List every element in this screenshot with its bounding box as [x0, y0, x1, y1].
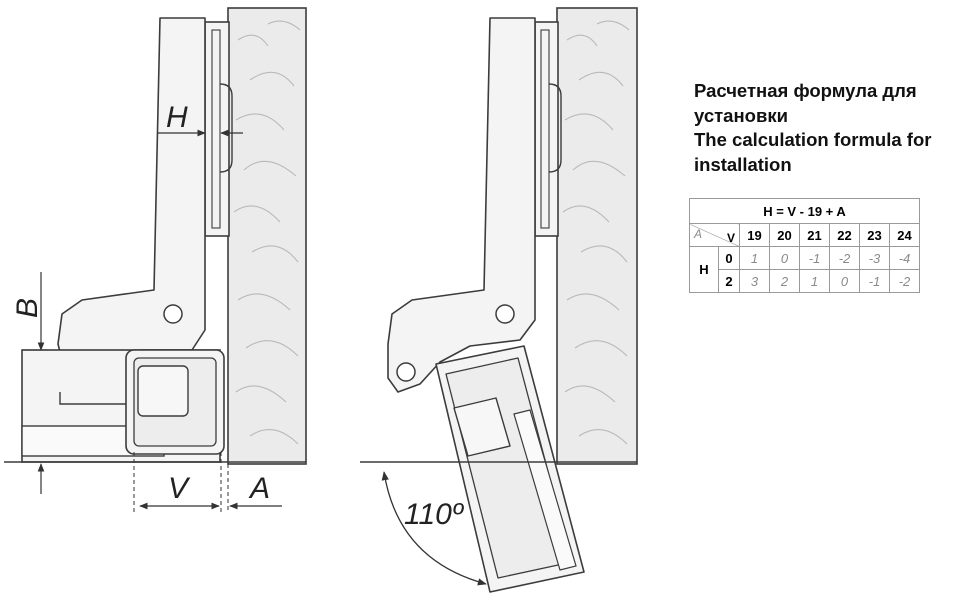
dimension-a-label: A	[248, 472, 270, 505]
dimension-h-label: H	[166, 101, 188, 134]
h-value: 1	[739, 246, 770, 270]
h-value: -2	[829, 246, 860, 270]
heading-ru-line-2: установки	[694, 104, 788, 126]
heading-en-line-2: installation	[694, 153, 792, 175]
h-value: -1	[799, 246, 830, 270]
heading-en-line-1: The calculation formula for	[694, 129, 932, 150]
h-value: -3	[859, 246, 890, 270]
table-corner-cell: A V	[689, 223, 740, 247]
h-value: -2	[889, 269, 920, 293]
v-header: 20	[769, 223, 800, 247]
door-panel-open	[435, 345, 585, 593]
h-value: 2	[769, 269, 800, 293]
v-header: 22	[829, 223, 860, 247]
dimension-b-label: B	[11, 298, 44, 318]
table-row: 2 3 2 1 0 -1 -2	[690, 269, 920, 293]
corner-a-label: A	[694, 227, 703, 241]
cabinet-side-panel-closed	[227, 7, 307, 465]
v-header: 21	[799, 223, 830, 247]
opening-angle-label: 110º	[404, 498, 465, 531]
h-value: 0	[829, 269, 860, 293]
v-header: 23	[859, 223, 890, 247]
h-value: -4	[889, 246, 920, 270]
h-value: -1	[859, 269, 890, 293]
opening-angle-arc: 110º	[381, 471, 487, 586]
wood-grain-texture	[233, 20, 301, 445]
h-value: 0	[769, 246, 800, 270]
formula-heading: Расчетная формула для установки The calc…	[694, 79, 954, 177]
formula-table: H = V - 19 + A A V 19 20 21 22 23 24 H 0…	[689, 198, 920, 293]
dimension-v-a: V A	[133, 452, 282, 512]
door-panel-closed	[21, 349, 225, 463]
v-header: 24	[889, 223, 920, 247]
dimension-v-label: V	[168, 472, 191, 505]
cabinet-side-panel-open	[556, 7, 638, 465]
h-value: 1	[799, 269, 830, 293]
a-value: 2	[718, 269, 740, 293]
hinge-mounting-plate-open	[534, 21, 562, 237]
dimension-h: H	[158, 101, 243, 137]
a-value: 0	[718, 246, 740, 270]
h-value: 3	[739, 269, 770, 293]
corner-v-label: V	[726, 231, 735, 245]
hinge-arm-open	[387, 17, 536, 393]
hinge-mounting-plate-closed	[204, 21, 233, 237]
h-row-label: H	[689, 246, 719, 293]
dimension-b: B	[11, 272, 48, 494]
hinge-arm-closed	[57, 17, 206, 381]
formula-title: H = V - 19 + A	[689, 198, 920, 224]
v-header: 19	[739, 223, 770, 247]
table-row: H 0 1 0 -1 -2 -3 -4	[689, 246, 920, 293]
heading-ru-line-1: Расчетная формула для	[694, 80, 917, 101]
